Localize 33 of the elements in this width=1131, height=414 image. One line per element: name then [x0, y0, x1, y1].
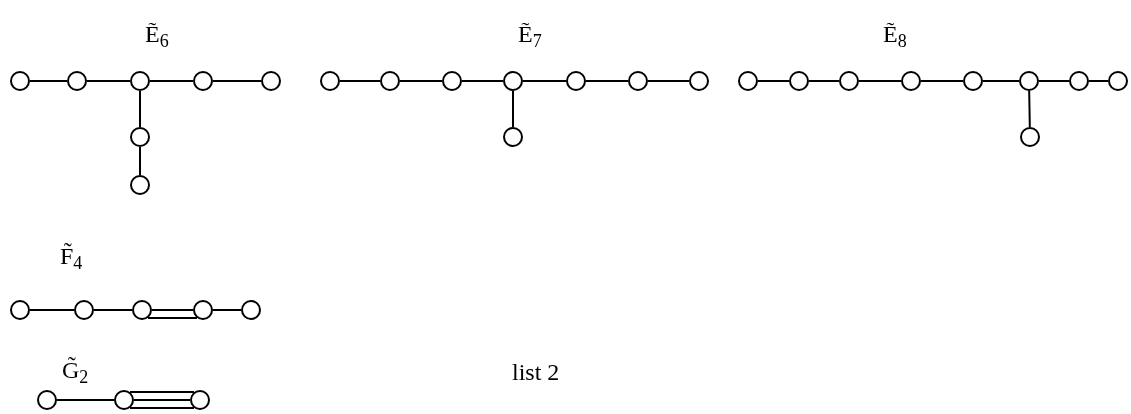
edge-line	[212, 80, 262, 82]
edge-line	[920, 80, 964, 82]
edge-line	[151, 309, 194, 311]
diagram-label: Ẽ$_{8}$	[883, 22, 907, 46]
diagram-label: F̃$_{4}$	[60, 244, 83, 268]
diagram-label: G̃$_{2}$	[62, 358, 89, 382]
edge-line	[149, 80, 194, 82]
edge-line	[86, 80, 131, 82]
edge-line	[858, 80, 902, 82]
edge-line	[139, 146, 141, 176]
edge-line	[585, 80, 629, 82]
edge-line	[522, 80, 567, 82]
edge-line	[133, 399, 191, 401]
caption-text: list 2	[512, 360, 560, 384]
edge-line	[93, 309, 133, 311]
edge-line	[808, 80, 840, 82]
edge-line	[29, 80, 68, 82]
edge-line	[982, 80, 1020, 82]
edge-line	[212, 309, 242, 311]
edge-line	[1038, 80, 1070, 82]
edge-line	[1088, 80, 1109, 82]
edge-line	[339, 80, 381, 82]
edge-line	[1028, 90, 1031, 128]
diagram-label: Ẽ$_{7}$	[518, 22, 542, 46]
edge-line	[757, 80, 790, 82]
edge-line	[461, 80, 504, 82]
edge-line	[139, 90, 141, 128]
diagram-label: Ẽ$_{6}$	[145, 22, 169, 46]
edge-line	[647, 80, 690, 82]
edge-line	[512, 90, 514, 128]
edge-line	[56, 399, 115, 401]
edge-line	[29, 309, 75, 311]
edge-line	[399, 80, 443, 82]
